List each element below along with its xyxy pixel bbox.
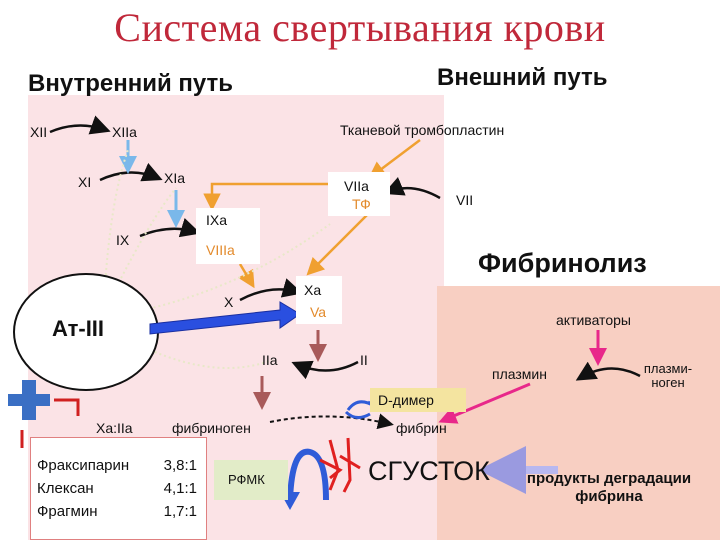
ratio-row: Фраксипарин 3,8:1 [37, 454, 200, 477]
fdp-label: продукты деградации фибрина [504, 470, 714, 506]
factor-vii: VII [456, 192, 474, 208]
plasminogen-label: плазми- ноген [628, 362, 708, 390]
page-title: Система свертывания крови [114, 5, 606, 50]
factor-xi: XI [78, 174, 92, 190]
arc-plasminogen-plasmin [575, 361, 641, 381]
factor-ixa: IXa [206, 212, 228, 228]
ixa-viiia-box: IXa VIIIa [196, 208, 260, 264]
red-bracket-arrow [20, 398, 80, 448]
orange-ixa-to-x [238, 263, 255, 289]
arc-ii-iia [291, 360, 359, 380]
factor-viiia: VIIIa [206, 242, 235, 258]
ratio-value: 1,7:1 [163, 503, 197, 520]
fdp-line-1: продукты деградации [526, 470, 692, 487]
orange-viia-to-ixa [203, 182, 328, 211]
factor-viia: VIIa [344, 178, 369, 194]
rfmk-label: РФМК [228, 472, 265, 487]
factor-ix: IX [116, 232, 130, 248]
arc-ix-ixa [139, 218, 201, 238]
ratio-row: Клексан 4,1:1 [37, 477, 200, 500]
xa-va-box: Xa Va [296, 276, 342, 324]
activators-label: активаторы [556, 312, 631, 328]
viia-tf-box: VIIa ТФ [328, 172, 390, 216]
xa-iia-ratio-label: Xa:IIa [96, 420, 133, 436]
fibrinolysis-header: Фибринолиз [478, 248, 647, 278]
factor-xiia: XIIa [112, 124, 137, 140]
tissue-thromboplastin: Тканевой тромбопластин [340, 122, 505, 138]
fibrin-label: фибрин [396, 420, 447, 436]
magenta-plasmin-to-fibrin [438, 382, 531, 424]
at3-to-xa-arrow [149, 301, 301, 335]
rfmk-box: РФМК [214, 460, 288, 500]
extrinsic-header: Внешний путь [437, 64, 608, 91]
fibrinogen-label: фибриноген [172, 420, 251, 436]
arc-vii-viia [383, 177, 441, 200]
red-burst-1 [319, 439, 343, 491]
ratio-value: 3,8:1 [163, 457, 197, 474]
intrinsic-header: Внутренний путь [28, 70, 234, 97]
u-turn-arrow [287, 448, 329, 501]
ratio-value: 4,1:1 [163, 480, 197, 497]
arc-xi-xia [99, 162, 163, 182]
factor-xia: XIa [164, 170, 186, 186]
plasminogen-line-2: ноген [651, 375, 685, 390]
plasmin-label: плазмин [492, 366, 547, 382]
factor-ii: II [360, 352, 368, 368]
ratio-name: Фраксипарин [37, 457, 130, 474]
fdp-line-2: фибрина [575, 488, 643, 505]
factor-va: Va [310, 304, 327, 320]
heparin-cross-icon [8, 380, 50, 420]
factor-xa: Xa [304, 282, 322, 298]
factor-x: X [224, 294, 234, 310]
factor-xii: XII [30, 124, 48, 140]
red-burst-2 [339, 437, 361, 493]
lmwh-ratio-note: Фраксипарин 3,8:1 Клексан 4,1:1 Фрагмин … [30, 437, 207, 540]
tissue-factor: ТФ [352, 196, 371, 212]
plasminogen-line-1: плазми- [643, 361, 693, 376]
arc-xii-xiia [49, 115, 111, 135]
orange-tissue-to-viia [368, 139, 421, 179]
ddimer-label: D-димер [378, 392, 434, 408]
orange-viia-to-x [306, 211, 371, 276]
factor-iia: IIa [262, 352, 278, 368]
fibrinolysis-panel [437, 286, 720, 540]
ddimer-box: D-димер [370, 388, 466, 412]
arc-fibrinogen-fibrin [269, 413, 394, 430]
ratio-name: Фрагмин [37, 503, 98, 520]
arc-x-xa [239, 278, 303, 302]
ratio-name: Клексан [37, 480, 94, 497]
clot-label: СГУСТОК [368, 456, 490, 486]
antithrombin-iii: Ат-III [52, 316, 105, 341]
ratio-row: Фрагмин 1,7:1 [37, 500, 200, 523]
